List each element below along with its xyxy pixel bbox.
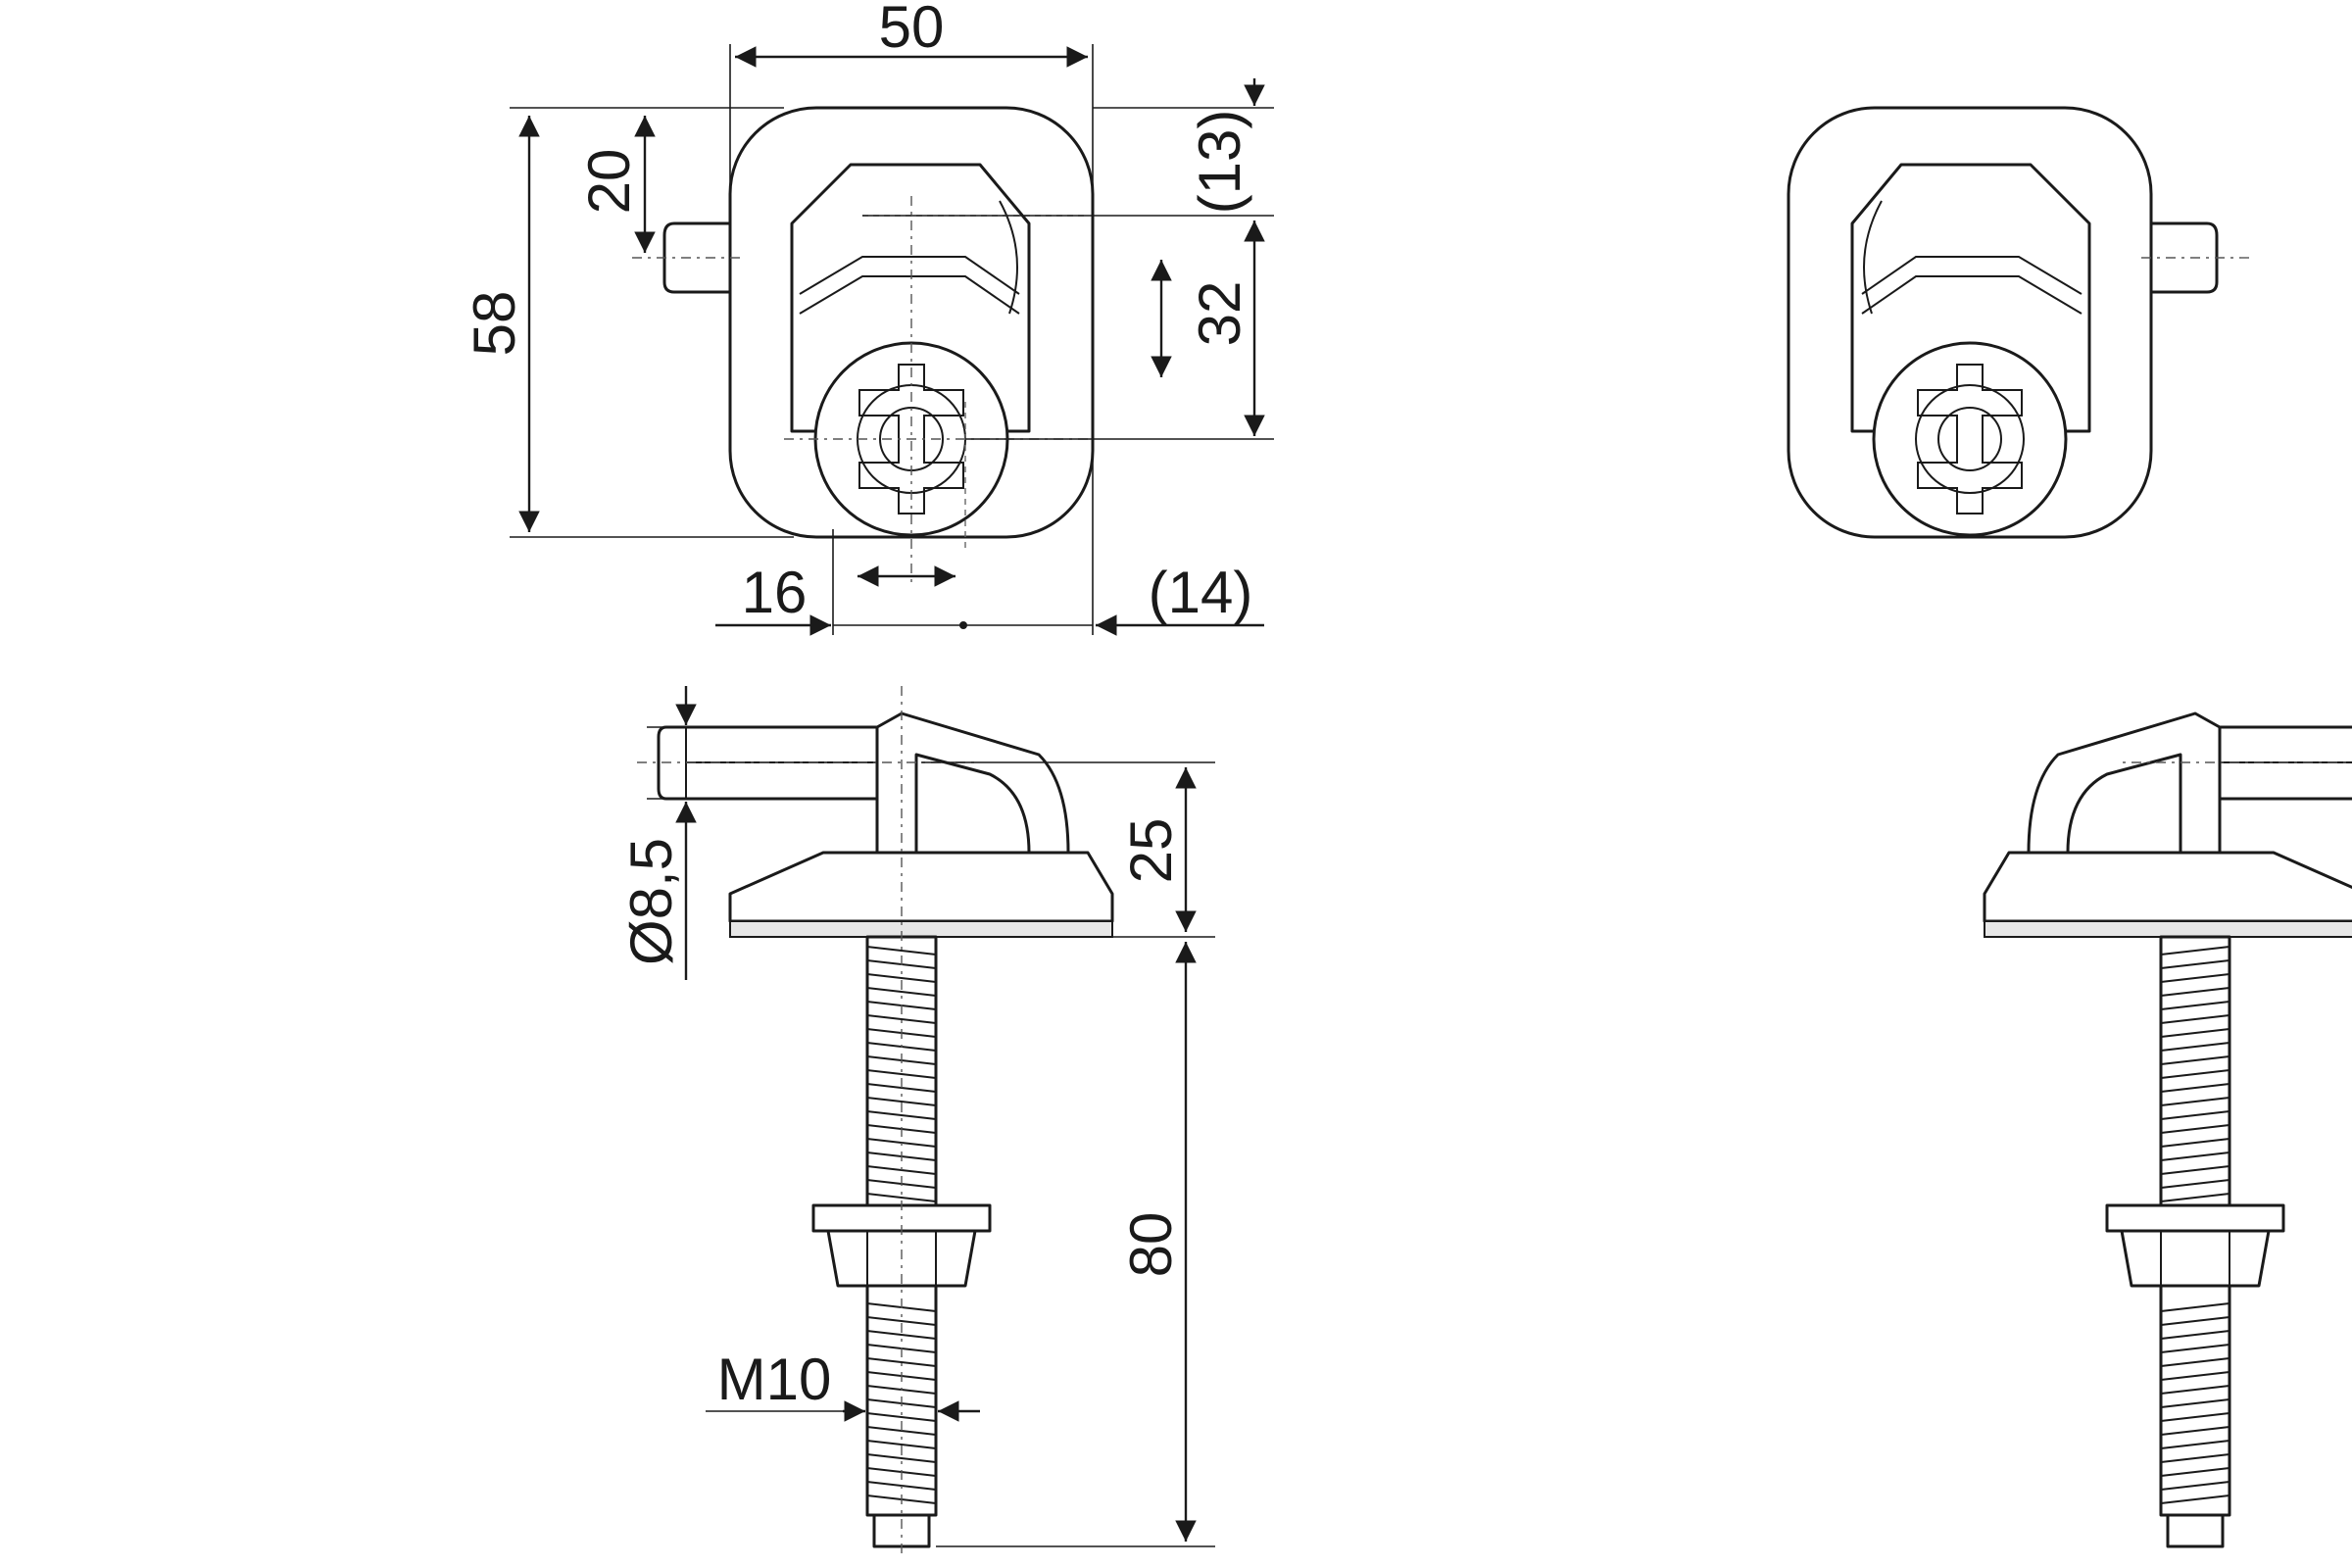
thread-line [2160, 1440, 2230, 1449]
thread-line [866, 1193, 937, 1202]
thread-line [2160, 1357, 2230, 1367]
thread-line [2160, 1467, 2230, 1477]
thread-line [2160, 946, 2230, 956]
thread-line [2160, 973, 2230, 983]
thread-line [2160, 1398, 2230, 1408]
dim-lateral-adjust: 16 [742, 560, 808, 625]
dim-slot-travel: 32 [1187, 281, 1252, 347]
side-view-right [1983, 711, 2352, 1548]
thread-line [2160, 1481, 2230, 1491]
top-view-left [632, 106, 1095, 588]
dim-head-height: 25 [1118, 818, 1184, 884]
thread-line [2160, 1042, 2230, 1052]
thread-line [2160, 1494, 2230, 1504]
thread-line [866, 1357, 937, 1367]
thread-line [2160, 1330, 2230, 1340]
thread-line [2160, 1165, 2230, 1175]
thread-line [2160, 1055, 2230, 1065]
thread-line [2160, 1385, 2230, 1395]
dim-height-pin: 20 [576, 149, 642, 215]
thread-line [2160, 1124, 2230, 1134]
dim-pin-diameter: Ø8,5 [618, 838, 684, 965]
thread-line [866, 1412, 937, 1422]
thread-line [2160, 1193, 2230, 1202]
thread-line [2160, 1138, 2230, 1148]
dims-side-left: Ø8,5 25 80 M10 [618, 686, 1215, 1547]
thread-line [2160, 959, 2230, 969]
thread-line [2160, 1371, 2230, 1381]
thread-line [2160, 1316, 2230, 1326]
thread-lines-right [2160, 946, 2230, 1504]
dim-offset-bottom: (14) [1149, 560, 1253, 625]
dim-bolt-length: 80 [1118, 1212, 1184, 1278]
thread-line [866, 1330, 937, 1340]
thread-line [2160, 1179, 2230, 1189]
thread-line [2160, 987, 2230, 997]
thread-line [866, 973, 937, 983]
thread-line [2160, 1426, 2230, 1436]
thread-line [2160, 1110, 2230, 1120]
thread-line [2160, 1152, 2230, 1161]
side-view-left [637, 686, 1114, 1558]
thread-line [2160, 1344, 2230, 1353]
thread-line [2160, 1453, 2230, 1463]
thread-line [2160, 1302, 2230, 1312]
dim-offset-top: (13) [1187, 110, 1252, 215]
thread-line [2160, 1069, 2230, 1079]
thread-line [866, 1069, 937, 1079]
dim-width-top: 50 [879, 0, 945, 60]
thread-line [866, 1316, 937, 1326]
thread-line [2160, 1083, 2230, 1093]
dim-height-total: 58 [462, 291, 527, 357]
thread-line [866, 1110, 937, 1120]
thread-line [866, 1014, 937, 1024]
thread-line [2160, 1028, 2230, 1038]
thread-line [866, 1097, 937, 1106]
thread-line [2160, 1097, 2230, 1106]
thread-line [2160, 1001, 2230, 1010]
thread-line [866, 987, 937, 997]
dim-thread: M10 [717, 1347, 832, 1412]
thread-line [866, 946, 937, 956]
top-view-right [1787, 106, 2249, 539]
dims-top-left: 50 58 20 (13) 32 16 (14) [462, 0, 1274, 636]
thread-line [2160, 1412, 2230, 1422]
thread-line [2160, 1014, 2230, 1024]
thread-line [866, 1453, 937, 1463]
thread-line [866, 1440, 937, 1449]
